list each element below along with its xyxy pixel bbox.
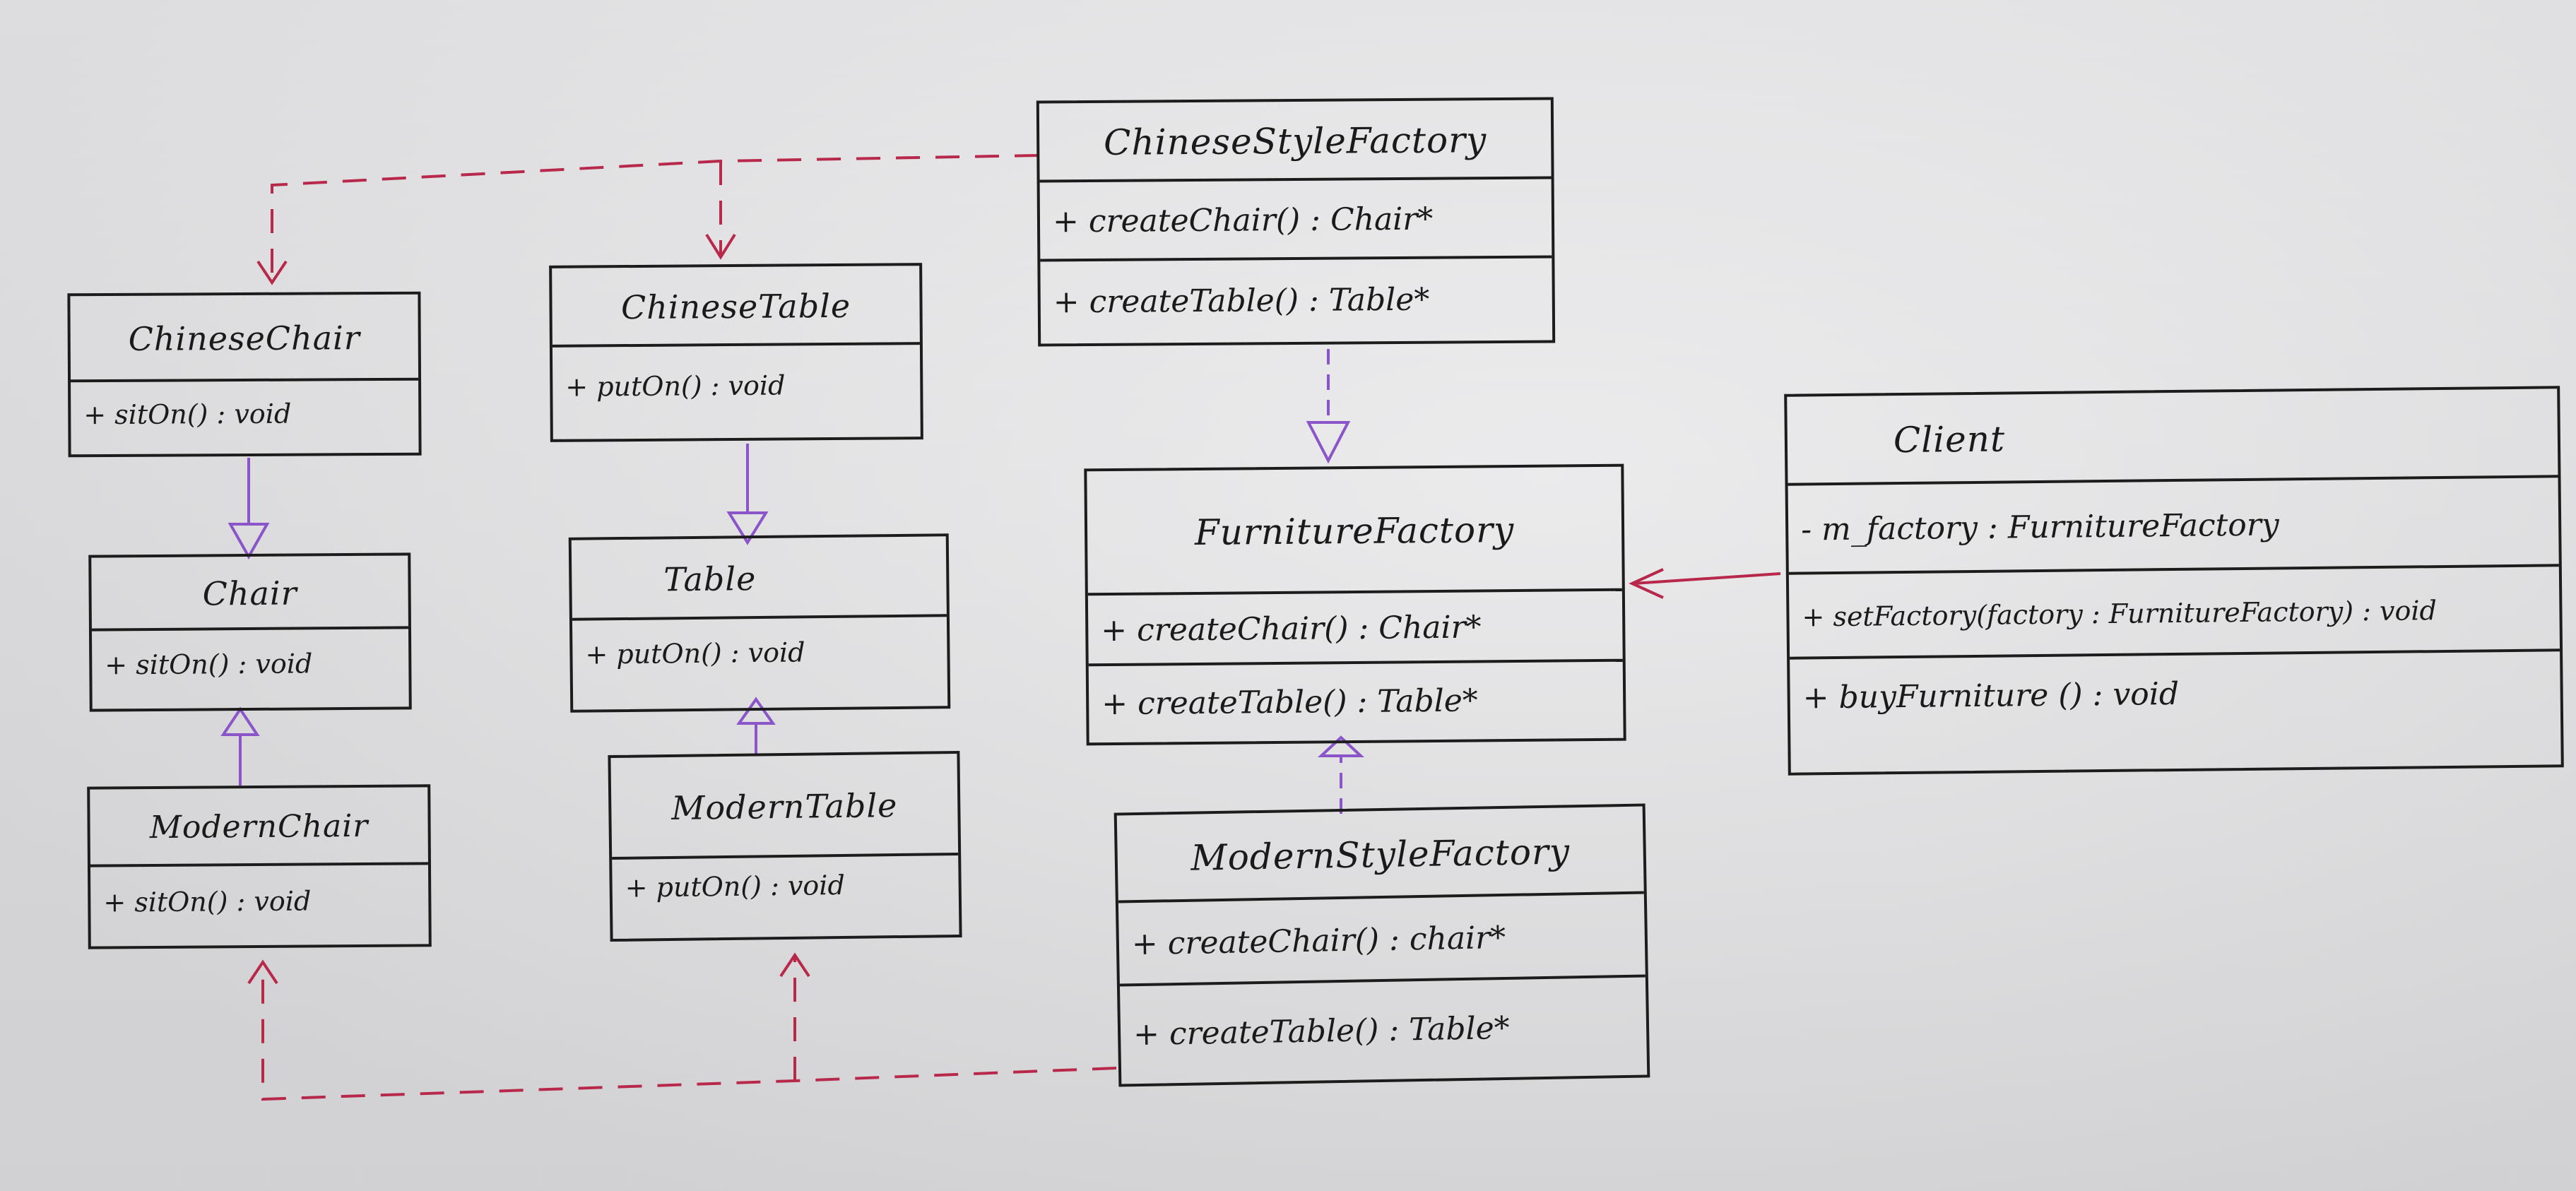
- class-modern-table[interactable]: ModernTable + putOn() : void: [608, 750, 962, 942]
- class-client[interactable]: Client - m_factory : FurnitureFactory + …: [1784, 386, 2564, 776]
- generalization-chairs: [220, 458, 270, 786]
- method-put-on: + putOn() : void: [625, 869, 846, 903]
- association-client-to-furniture-factory: [1629, 568, 1781, 599]
- method-sit-on: + sitOn() : void: [83, 398, 292, 431]
- dependency-modern-factory-to-products: [261, 956, 1117, 1101]
- method-create-chair: + createChair() : Chair*: [1087, 591, 1623, 667]
- class-name: Client: [1787, 389, 2558, 486]
- class-chair[interactable]: Chair + sitOn() : void: [88, 552, 412, 712]
- method-sit-on: + sitOn() : void: [105, 648, 313, 681]
- class-table[interactable]: Table + putOn() : void: [568, 533, 951, 713]
- class-name: Table: [571, 536, 947, 621]
- method-put-on: + putOn() : void: [585, 636, 805, 670]
- class-name: ChineseChair: [70, 294, 419, 383]
- generalization-tables: [726, 444, 776, 754]
- method-buy-furniture: + buyFurniture () : void: [1802, 675, 2180, 716]
- class-name: FurnitureFactory: [1087, 466, 1622, 596]
- class-name: ModernTable: [610, 754, 959, 860]
- method-create-table: + createTable() : Table*: [1053, 281, 1430, 321]
- method-sit-on: + sitOn() : void: [103, 885, 312, 918]
- class-modern-style-factory[interactable]: ModernStyleFactory + createChair() : cha…: [1113, 803, 1650, 1087]
- method-put-on: + putOn() : void: [565, 369, 786, 403]
- attribute-m-factory: - m_factory : FurnitureFactory: [1788, 478, 2559, 575]
- class-name: ModernStyleFactory: [1116, 806, 1644, 903]
- class-name: ChineseTable: [552, 266, 920, 348]
- class-name: ModernChair: [90, 787, 428, 867]
- realization-to-furniture-factory: [1306, 349, 1365, 814]
- class-chinese-chair[interactable]: ChineseChair + sitOn() : void: [67, 291, 422, 458]
- method-set-factory: + setFactory(factory : FurnitureFactory)…: [1788, 567, 2560, 660]
- method-create-chair: + createChair() : chair*: [1118, 894, 1646, 987]
- dependency-chinese-factory-to-products: [271, 154, 1039, 281]
- class-furniture-factory[interactable]: FurnitureFactory + createChair() : Chair…: [1084, 463, 1626, 746]
- class-modern-chair[interactable]: ModernChair + sitOn() : void: [87, 784, 432, 949]
- class-name: Chair: [91, 555, 408, 632]
- class-chinese-style-factory[interactable]: ChineseStyleFactory + createChair() : Ch…: [1036, 97, 1556, 347]
- method-create-table: + createTable() : Table*: [1101, 682, 1478, 723]
- dependency-arrowheads-bottom: [247, 952, 810, 985]
- method-create-table: + createTable() : Table*: [1133, 1009, 1511, 1053]
- class-chinese-table[interactable]: ChineseTable + putOn() : void: [549, 263, 923, 442]
- method-create-chair: + createChair() : Chair*: [1039, 179, 1552, 262]
- class-name: ChineseStyleFactory: [1039, 100, 1552, 183]
- dependency-arrowheads-top: [256, 233, 736, 285]
